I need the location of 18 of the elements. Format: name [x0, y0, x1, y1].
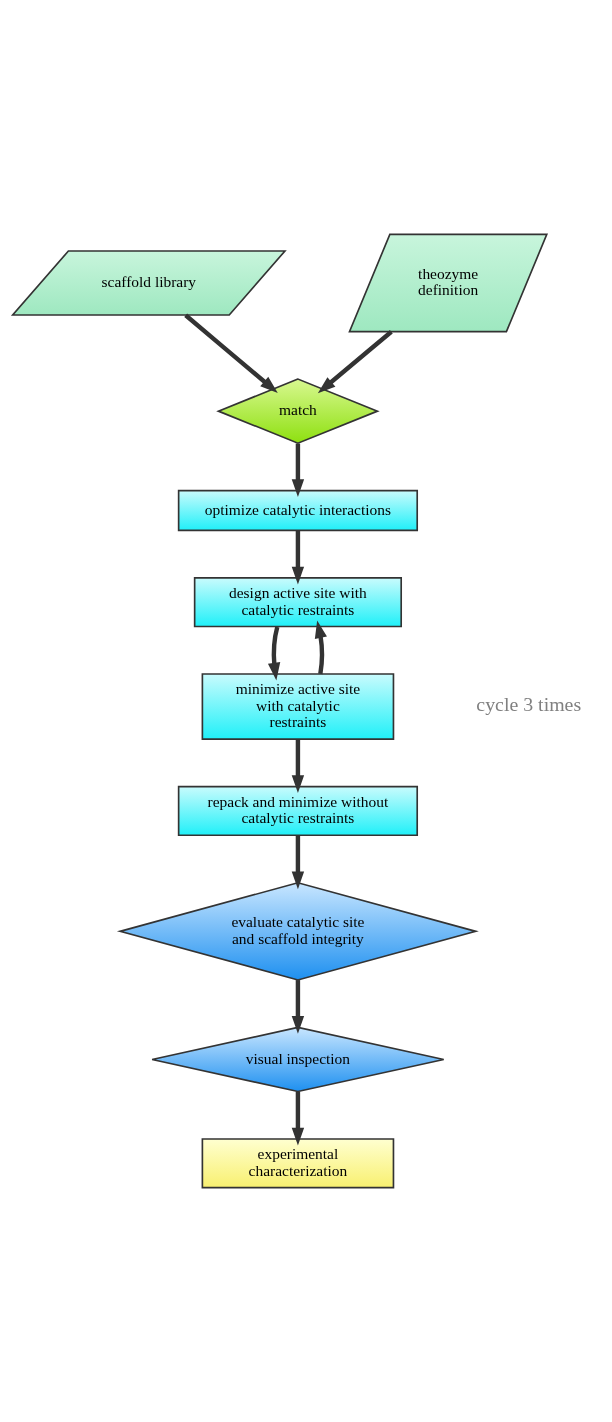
arrow [291, 443, 305, 498]
node-box: experimental characterization [201, 1138, 395, 1189]
node-diamond: evaluate catalytic site and scaffold integrity [116, 881, 479, 981]
arrow [291, 739, 305, 794]
arrow [317, 330, 393, 394]
label: cycle 3 times [476, 693, 582, 716]
arrow [291, 1091, 305, 1146]
arrow [291, 530, 305, 585]
arrow [314, 620, 327, 675]
node-box: repack and minimize without catalytic restraints [177, 785, 419, 837]
arrow [291, 980, 305, 1034]
arrow [184, 313, 278, 394]
node-box: design active site with catalytic restraints [193, 577, 402, 628]
node-box: minimize active site with catalytic restraints [201, 673, 395, 740]
node-box: optimize catalytic interactions [177, 489, 419, 532]
node-diamond: visual inspection [151, 1026, 445, 1093]
arrow [267, 626, 281, 681]
arrow [291, 835, 305, 890]
